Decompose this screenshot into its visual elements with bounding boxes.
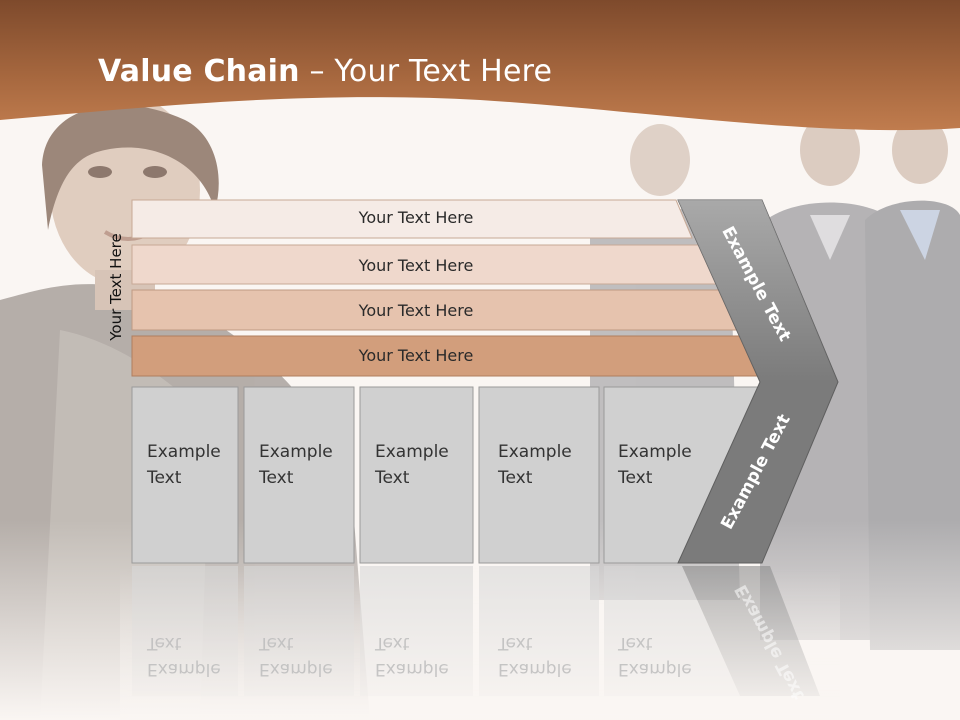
cell-5-line1: Example bbox=[618, 442, 692, 462]
cells-group bbox=[131, 386, 761, 564]
title-bold: Value Chain bbox=[98, 54, 300, 89]
cell-3-line1: Example bbox=[375, 442, 449, 462]
bar-label-2: Your Text Here bbox=[358, 256, 474, 275]
cell-label-2: Example Text bbox=[259, 439, 333, 491]
cell-reflection-5: Example Text bbox=[618, 630, 692, 682]
title-rest: – Your Text Here bbox=[299, 54, 553, 89]
cell-4-refl-line2: Text bbox=[498, 633, 533, 653]
cell-1-line1: Example bbox=[147, 442, 221, 462]
cell-reflection-2: Example Text bbox=[259, 630, 333, 682]
cells-reflection bbox=[120, 566, 840, 720]
cell-1-refl-line1: Example bbox=[147, 659, 221, 679]
cell-2-line1: Example bbox=[259, 442, 333, 462]
bar-label-1: Your Text Here bbox=[358, 208, 474, 227]
cell-1 bbox=[131, 386, 239, 564]
chevron-gloss bbox=[678, 200, 838, 382]
cell-reflection-4: Example Text bbox=[498, 630, 572, 682]
cell-4-line1: Example bbox=[498, 442, 572, 462]
cell-label-4: Example Text bbox=[498, 439, 572, 491]
cell-label-1: Example Text bbox=[147, 439, 221, 491]
cell-3-refl-line2: Text bbox=[375, 633, 410, 653]
cell-5-refl-line2: Text bbox=[618, 633, 653, 653]
cell-3-line2: Text bbox=[375, 468, 410, 488]
cell-2-refl-line1: Example bbox=[259, 659, 333, 679]
cell-1-refl-line2: Text bbox=[147, 633, 182, 653]
bar-1 bbox=[131, 199, 693, 239]
cell-2-line2: Text bbox=[259, 468, 294, 488]
cell-4 bbox=[478, 386, 600, 564]
cell-5-refl-line1: Example bbox=[618, 659, 692, 679]
cell-3 bbox=[359, 386, 474, 564]
bar-label-4: Your Text Here bbox=[358, 346, 474, 365]
bar-label-3: Your Text Here bbox=[358, 301, 474, 320]
bars-group bbox=[131, 199, 763, 377]
cell-5-line2: Text bbox=[618, 468, 653, 488]
cell-label-3: Example Text bbox=[375, 439, 449, 491]
cell-4-refl-line1: Example bbox=[498, 659, 572, 679]
cell-4-line2: Text bbox=[498, 468, 533, 488]
cell-3-refl-line1: Example bbox=[375, 659, 449, 679]
cell-reflection-1: Example Text bbox=[147, 630, 221, 682]
side-vertical-label: Your Text Here bbox=[107, 233, 125, 341]
cell-2 bbox=[243, 386, 355, 564]
page-title: Value Chain – Your Text Here bbox=[98, 54, 552, 89]
cell-2-refl-line2: Text bbox=[259, 633, 294, 653]
title-banner bbox=[0, 0, 960, 131]
cell-reflection-3: Example Text bbox=[375, 630, 449, 682]
cell-label-5: Example Text bbox=[618, 439, 692, 491]
cell-1-line2: Text bbox=[147, 468, 182, 488]
